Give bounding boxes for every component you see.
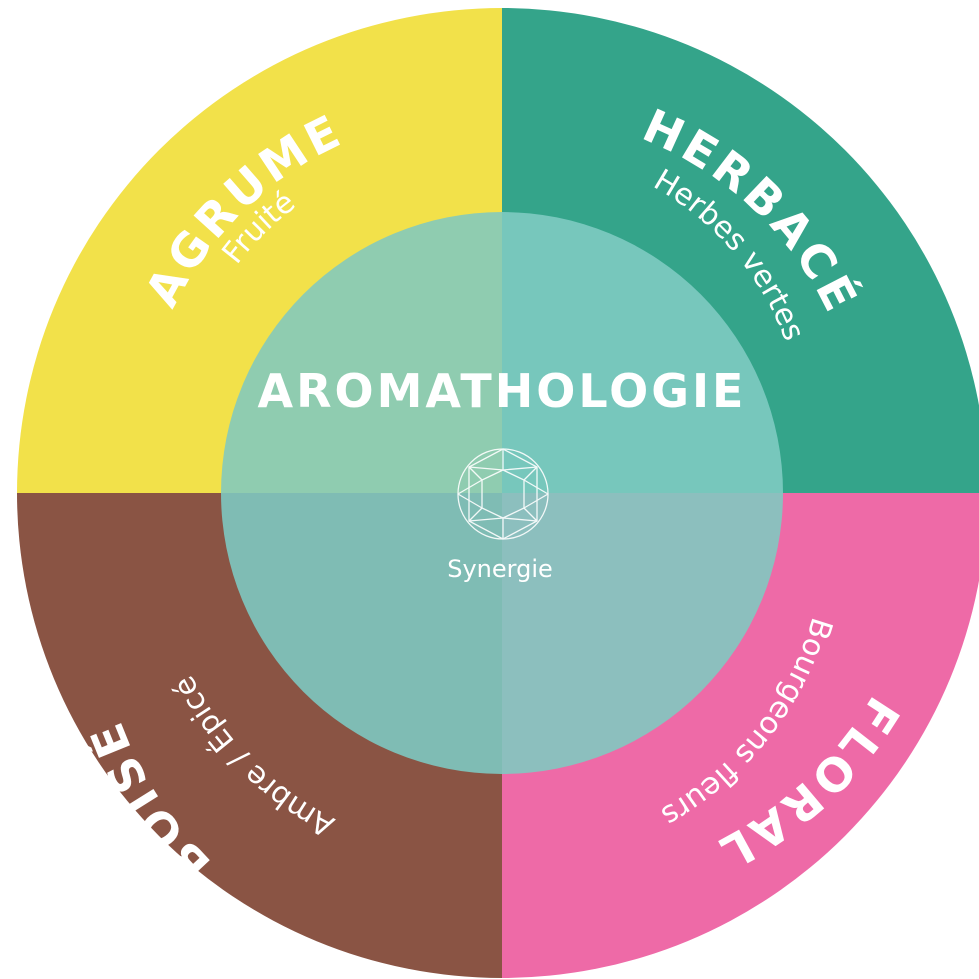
inner-segment-floral — [502, 493, 783, 774]
center-subtitle: Synergie — [447, 555, 553, 583]
inner-segment-boise — [221, 493, 502, 774]
inner-segment-agrume — [221, 212, 502, 493]
inner-segment-herbace — [502, 212, 783, 493]
center-title: AROMATHOLOGIE — [258, 364, 747, 418]
gem-icon — [457, 448, 549, 540]
